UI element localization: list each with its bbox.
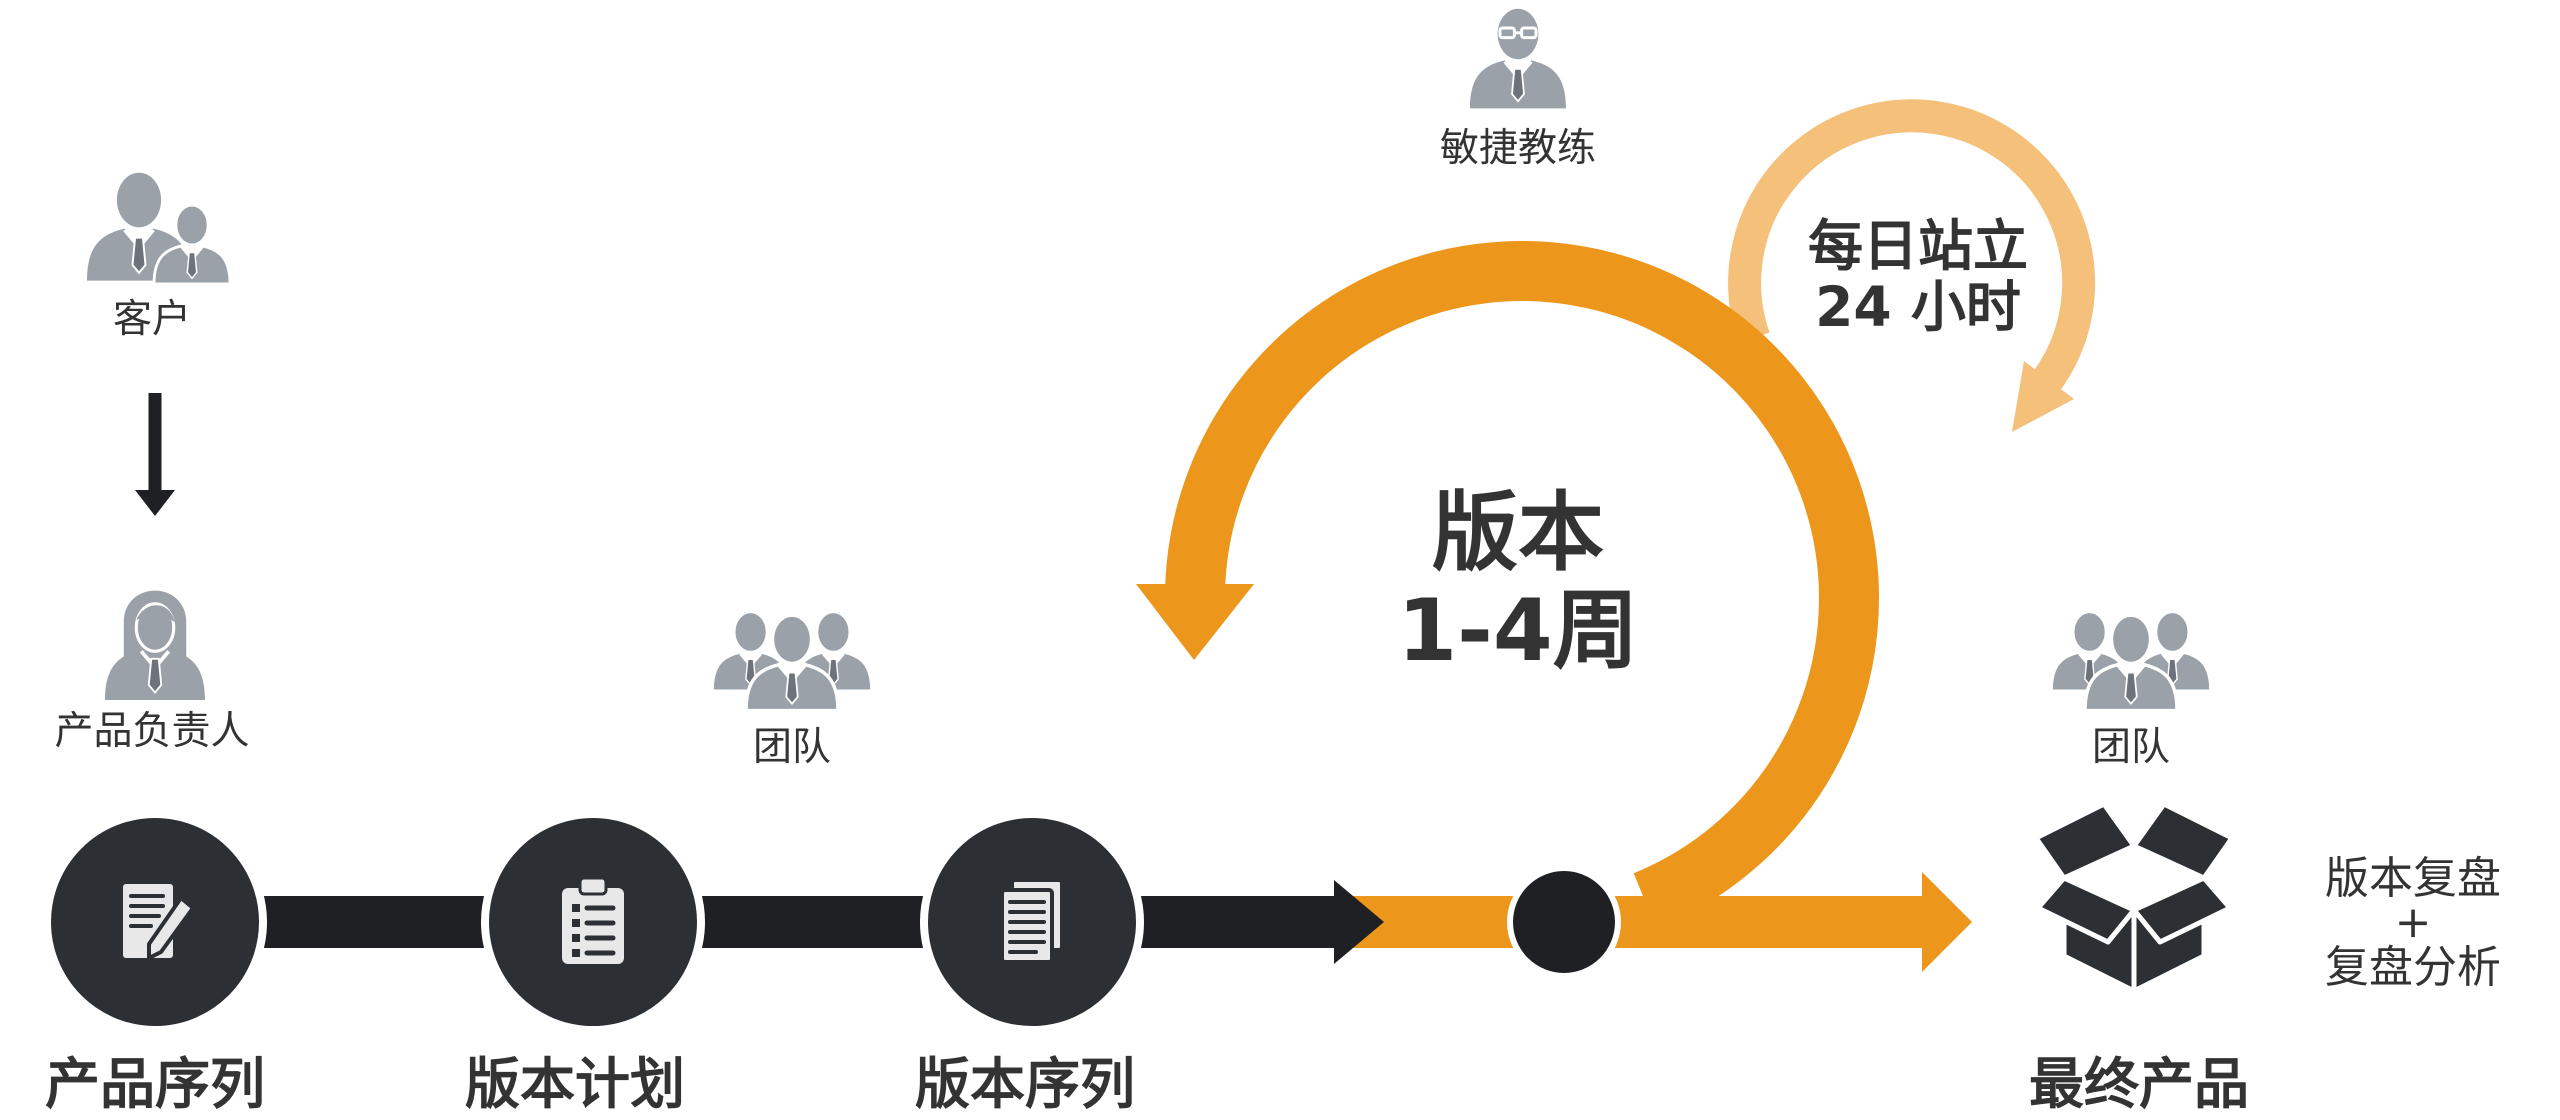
- team-release-label: 团队: [2092, 725, 2170, 770]
- sprint-cycle-arrow: [1136, 241, 1879, 929]
- clipboard-list-icon: [562, 876, 624, 964]
- customer-to-owner-arrow: [135, 393, 175, 516]
- review-line-1: 版本复盘: [2325, 853, 2501, 904]
- customer-label: 客户: [113, 297, 191, 342]
- team-icon: [2050, 610, 2212, 713]
- open-box-icon: [2033, 801, 2235, 994]
- stage-label-product-backlog: 产品序列: [45, 1052, 265, 1116]
- review-plus: +: [2395, 897, 2432, 948]
- agile-coach-label: 敏捷教练: [1440, 126, 1596, 171]
- daily-cycle-title: 每日站立: [1808, 214, 2028, 278]
- stage-product-backlog: [43, 810, 267, 1034]
- document-edit-icon: [123, 884, 195, 960]
- product-owner-icon: [103, 588, 207, 702]
- document-stack-icon: [1000, 878, 1064, 964]
- stage-label-final-product: 最终产品: [2029, 1052, 2249, 1116]
- stage-sprint-planning: [481, 810, 705, 1034]
- agile-coach-person-icon: [1468, 6, 1568, 111]
- customer-icon: [85, 170, 232, 286]
- agile-coach-icon: [1468, 6, 1568, 111]
- sprint-cycle-title: 版本: [1432, 483, 1604, 583]
- sprint-node-dot: [1507, 865, 1621, 979]
- sprint-cycle-duration: 1-4周: [1397, 581, 1638, 681]
- glasses-icon: [1498, 26, 1538, 40]
- daily-cycle-duration: 24 小时: [1815, 275, 2021, 339]
- team-sprint-label: 团队: [753, 725, 831, 770]
- stage-label-sprint-backlog: 版本序列: [915, 1052, 1135, 1116]
- process-arrowhead-dark: [1334, 880, 1384, 964]
- stage-sprint-backlog: [920, 810, 1144, 1034]
- review-line-2: 复盘分析: [2325, 942, 2501, 993]
- product-owner-label: 产品负责人: [54, 709, 249, 754]
- stage-label-sprint-planning: 版本计划: [465, 1052, 685, 1116]
- process-bar-orange: [1340, 872, 1972, 972]
- process-bar-dark: [261, 896, 1341, 948]
- team-icon: [711, 610, 873, 713]
- daily-cycle-arrow: [1728, 99, 2096, 432]
